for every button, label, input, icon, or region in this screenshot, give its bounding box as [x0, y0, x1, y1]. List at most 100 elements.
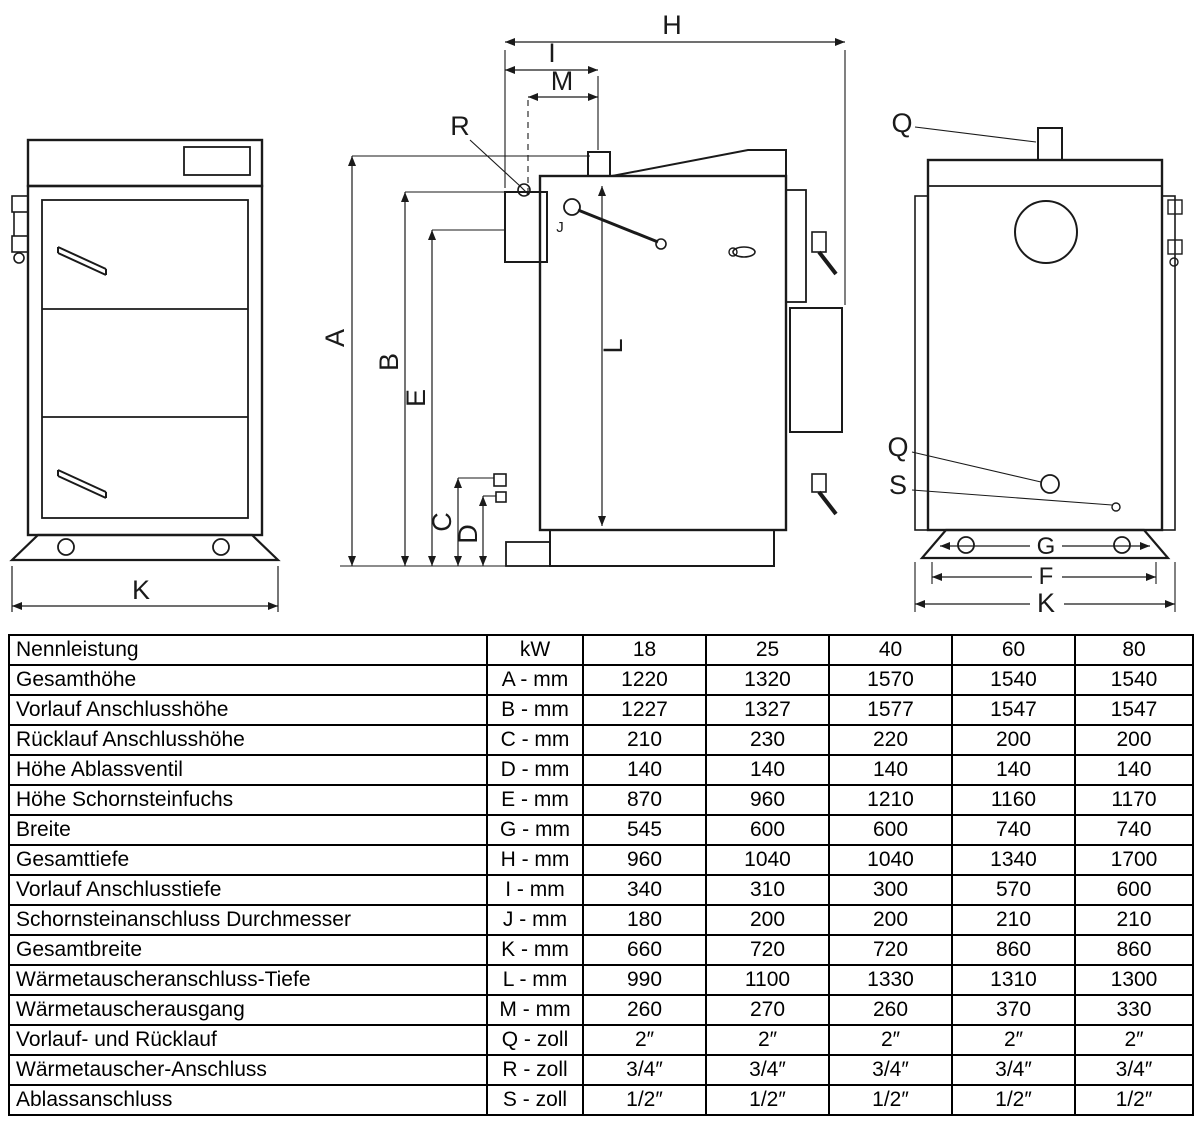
- spec-header-row: Nennleistung kW 18 25 40 60 80: [8, 634, 1194, 666]
- dim-label-h: H: [662, 10, 682, 40]
- side-r-fitting: [517, 183, 531, 197]
- front-control-panel: [183, 146, 251, 176]
- dim-label-f: F: [1039, 563, 1054, 590]
- row-value: 310: [705, 874, 830, 906]
- rear-flue-opening: [1014, 200, 1078, 264]
- row-value: 1/2″: [582, 1084, 707, 1116]
- row-value: 260: [582, 994, 707, 1026]
- rear-dim-K: [914, 562, 1176, 612]
- side-damper-lever: [563, 198, 667, 250]
- row-label: Gesamthöhe: [8, 664, 488, 696]
- row-label: Rücklauf Anschlusshöhe: [8, 724, 488, 756]
- front-foot-right: [212, 538, 230, 556]
- rear-body: [926, 158, 1164, 532]
- front-view: [9, 138, 281, 612]
- row-value: 740: [1074, 814, 1194, 846]
- rear-dim-F: [931, 562, 1157, 584]
- row-value: 740: [951, 814, 1076, 846]
- row-label: Schornsteinanschluss Durchmesser: [8, 904, 488, 936]
- row-value: 1700: [1074, 844, 1194, 876]
- side-plinth: [549, 529, 775, 567]
- row-value: 1040: [828, 844, 953, 876]
- side-chimney-stub: [587, 151, 611, 177]
- dim-label-c: C: [427, 512, 457, 532]
- dim-label-r: R: [450, 111, 470, 141]
- row-code: G - mm: [486, 814, 584, 846]
- technical-drawing: K: [9, 10, 1183, 618]
- row-code: I - mm: [486, 874, 584, 906]
- row-value: 720: [828, 934, 953, 966]
- rear-right-flange: [1161, 195, 1176, 531]
- row-value: 200: [705, 904, 830, 936]
- dim-label-q-top: Q: [891, 108, 912, 138]
- row-value: 2″: [951, 1024, 1076, 1056]
- row-value: 1547: [1074, 694, 1194, 726]
- dim-label-b: B: [374, 353, 404, 371]
- front-hinges: [11, 195, 29, 264]
- row-value: 210: [1074, 904, 1194, 936]
- row-value: 1160: [951, 784, 1076, 816]
- row-value: 1330: [828, 964, 953, 996]
- spec-table-body: Nennleistung kW 18 25 40 60 80 Gesamthöh…: [8, 634, 1194, 1116]
- row-value: 860: [1074, 934, 1194, 966]
- row-value: 270: [705, 994, 830, 1026]
- front-base: [9, 533, 281, 562]
- row-label: Breite: [8, 814, 488, 846]
- side-dim-E: [428, 229, 505, 566]
- dim-label-i: I: [548, 38, 556, 68]
- rear-hinges: [1167, 199, 1183, 267]
- header-col-40: 40: [828, 634, 953, 666]
- row-value: 570: [951, 874, 1076, 906]
- row-code: D - mm: [486, 754, 584, 786]
- row-label: Vorlauf- und Rücklauf: [8, 1024, 488, 1056]
- row-value: 210: [582, 724, 707, 756]
- row-value: 870: [582, 784, 707, 816]
- row-value: 140: [705, 754, 830, 786]
- row-value: 3/4″: [705, 1054, 830, 1086]
- row-value: 140: [582, 754, 707, 786]
- dim-label-k-rear: K: [1037, 588, 1055, 618]
- row-value: 370: [951, 994, 1076, 1026]
- side-hood: [611, 149, 787, 177]
- row-value: 3/4″: [1074, 1054, 1194, 1086]
- row-value: 1547: [951, 694, 1076, 726]
- dim-label-s: S: [889, 470, 907, 500]
- row-value: 140: [828, 754, 953, 786]
- rear-q-mid-leader: [911, 451, 1042, 483]
- side-fitting-top-right: [811, 231, 838, 276]
- dim-label-g: G: [1037, 533, 1056, 560]
- row-label: Vorlauf Anschlusstiefe: [8, 874, 488, 906]
- dim-label-k-front: K: [132, 575, 150, 605]
- row-value: 230: [705, 724, 830, 756]
- row-value: 2″: [705, 1024, 830, 1056]
- side-r-leader: [469, 139, 521, 187]
- rear-chimney-stub: [1037, 127, 1063, 161]
- dim-label-e: E: [401, 389, 431, 407]
- row-code: R - zoll: [486, 1054, 584, 1086]
- side-right-box: [789, 307, 843, 433]
- side-left-step: [505, 541, 551, 567]
- row-value: 660: [582, 934, 707, 966]
- row-value: 180: [582, 904, 707, 936]
- row-value: 1570: [828, 664, 953, 696]
- row-value: 1320: [705, 664, 830, 696]
- row-value: 210: [951, 904, 1076, 936]
- row-value: 340: [582, 874, 707, 906]
- row-value: 200: [1074, 724, 1194, 756]
- front-foot-left: [57, 538, 75, 556]
- row-value: 1577: [828, 694, 953, 726]
- header-col-18: 18: [582, 634, 707, 666]
- row-value: 2″: [828, 1024, 953, 1056]
- dim-label-j: J: [556, 219, 564, 236]
- side-right-panel: [785, 189, 807, 303]
